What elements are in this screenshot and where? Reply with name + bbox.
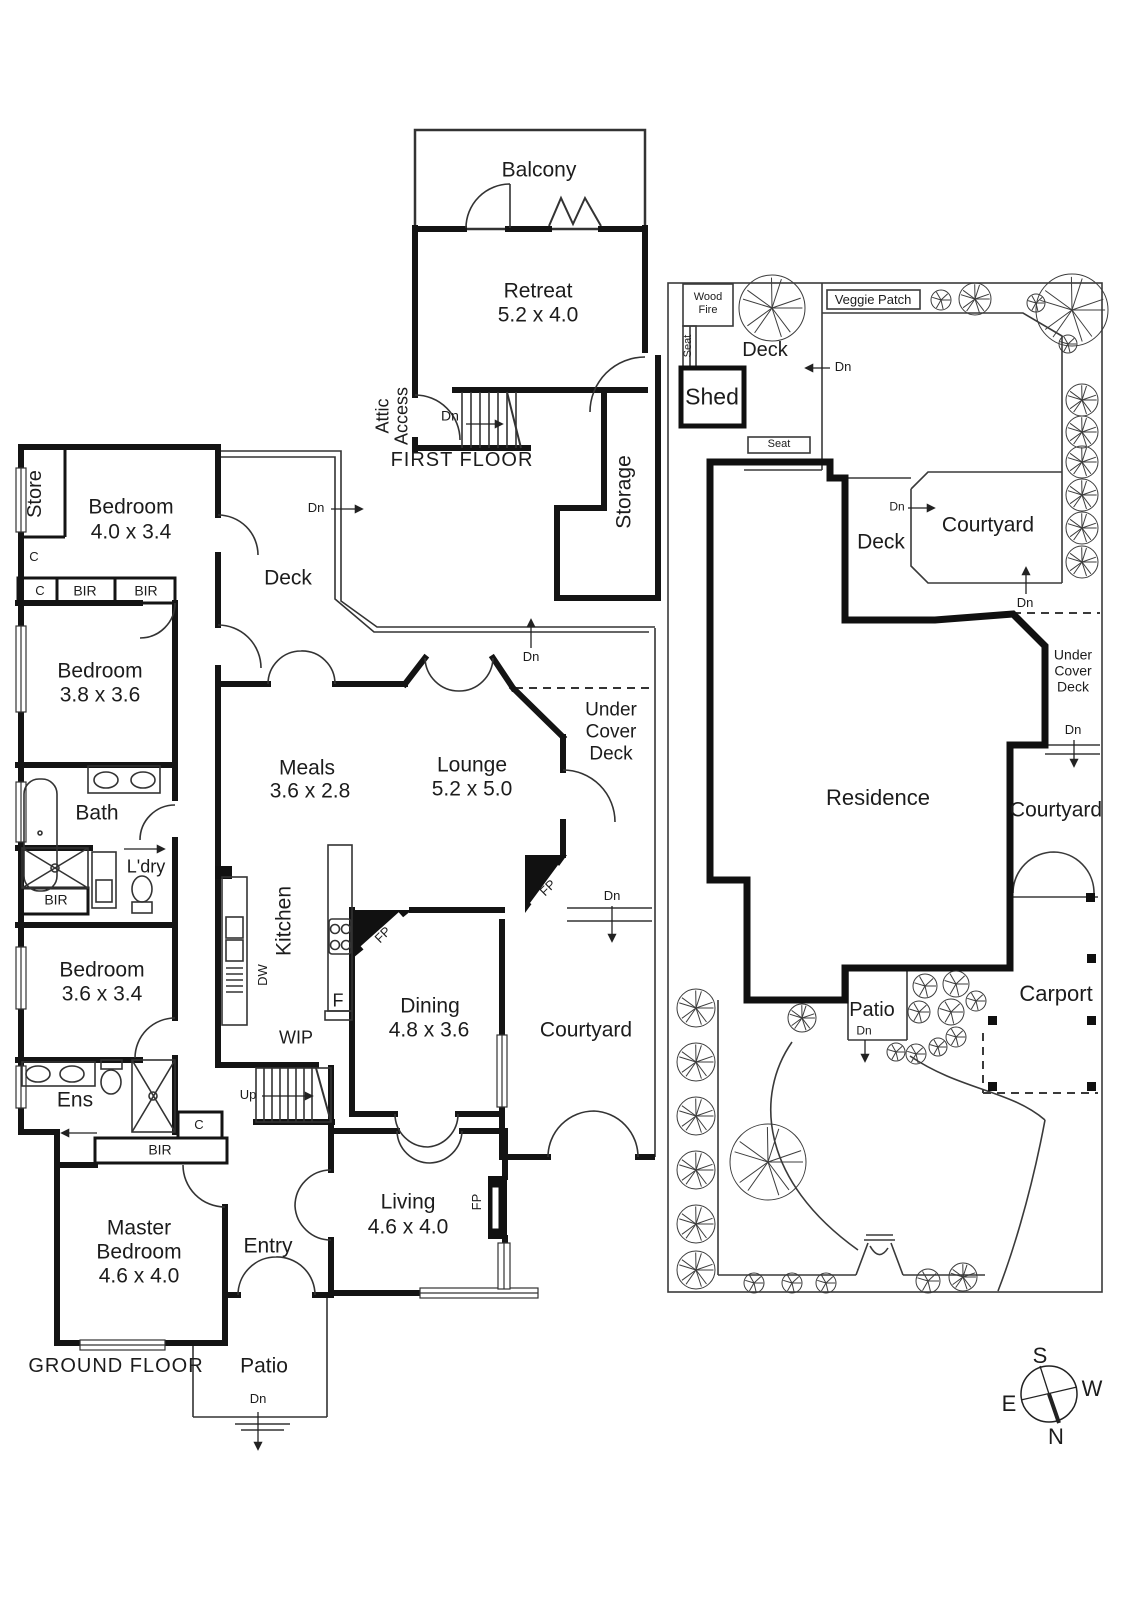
label-laundry: L'dry (126, 856, 166, 877)
label-residence: Residence (826, 785, 930, 811)
label-bedroom2-dims: 3.8 x 3.6 (59, 683, 141, 707)
label-first-floor-title: FIRST FLOOR (390, 449, 534, 472)
label-lounge-dims: 5.2 x 5.0 (431, 777, 513, 801)
label-site-ucd3: Deck (1057, 678, 1089, 695)
label-wood-fire2: Fire (698, 304, 718, 317)
label-wood-fire1: Wood (693, 291, 723, 304)
gf-walls-medium (16, 447, 229, 1165)
label-up: Up (239, 1086, 257, 1102)
label-fp-living: FP (468, 1193, 484, 1211)
label-gf-patio: Patio (240, 1354, 288, 1378)
site-arrows (804, 363, 1079, 1063)
label-shed: Shed (685, 383, 739, 410)
label-gf-courtyard-dn: Dn (603, 887, 621, 903)
label-dishwasher: DW (254, 964, 270, 986)
label-gf-ucd2: Cover (585, 721, 637, 743)
label-carport: Carport (1019, 981, 1093, 1007)
fp-strips (360, 865, 567, 954)
site-posts (988, 893, 1096, 1091)
site-plan-walls (678, 365, 1049, 1004)
label-bedroom3-dims: 3.6 x 3.4 (61, 982, 143, 1006)
label-laundry-bir: BIR (44, 891, 68, 908)
fixtures (21, 765, 353, 1133)
label-store: Store (24, 470, 47, 518)
label-gf-ucd3: Deck (589, 743, 633, 765)
label-site-ct-dn2: Dn (1016, 594, 1034, 610)
label-seat-bottom: Seat (767, 438, 791, 451)
label-lounge: Lounge (436, 753, 508, 777)
label-bedroom3: Bedroom (59, 958, 145, 982)
label-storage: Storage (612, 455, 636, 529)
label-site-deck-mid: Deck (857, 530, 905, 554)
label-hall-bir: BIR (148, 1141, 172, 1158)
label-hall-c: C (194, 1116, 204, 1132)
label-ff-dn: Dn (441, 407, 459, 424)
living-fp-slot (491, 1186, 500, 1230)
label-bedroom1: Bedroom (88, 495, 174, 519)
label-compass-w: W (1081, 1376, 1103, 1402)
label-compass-n: N (1048, 1424, 1064, 1450)
label-kitchen: Kitchen (272, 885, 296, 957)
label-gf-deck: Deck (264, 566, 312, 590)
label-gf-ucd1: Under (585, 699, 637, 721)
doors (134, 514, 639, 1296)
label-site-ucd1: Under (1053, 646, 1093, 663)
label-dining-dims: 4.8 x 3.6 (388, 1018, 470, 1042)
label-bedroom2: Bedroom (57, 659, 143, 683)
label-site-ucd2: Cover (1054, 662, 1092, 679)
label-meals-dims: 3.6 x 2.8 (269, 779, 351, 803)
label-master2: Bedroom (96, 1240, 182, 1264)
label-veggie-patch: Veggie Patch (834, 291, 912, 307)
label-compass-e: E (1001, 1391, 1017, 1417)
label-retreat-dims: 5.2 x 4.0 (497, 303, 579, 327)
site-plan-lines (667, 282, 1103, 1293)
label-closet-c-side: C (29, 548, 39, 564)
label-balcony: Balcony (501, 158, 577, 182)
label-site-ct-dn1: Dn (889, 499, 905, 514)
label-seat-left: Seat (682, 334, 695, 358)
label-closet-bir2: BIR (134, 582, 158, 599)
compass-icon (1020, 1365, 1078, 1424)
label-living: Living (380, 1190, 436, 1214)
fireplaces (215, 855, 567, 1239)
windows (15, 467, 539, 1351)
gf-arrows (60, 504, 617, 1451)
label-entry: Entry (243, 1234, 293, 1258)
label-lounge-dn: Dn (522, 648, 540, 664)
label-attic-access: Attic Access (372, 386, 412, 446)
shed-outline (678, 365, 747, 429)
label-master-dims: 4.6 x 4.0 (98, 1264, 180, 1288)
label-ens: Ens (56, 1088, 94, 1112)
label-closet-c: C (35, 582, 45, 598)
label-gf-patio-dn: Dn (249, 1390, 267, 1406)
vegetation (676, 273, 1109, 1294)
label-dining: Dining (400, 994, 460, 1018)
label-gf-deck-dn: Dn (307, 499, 325, 515)
label-site-patio: Patio (849, 999, 895, 1022)
gf-deck-lines (192, 450, 656, 1431)
label-living-dims: 4.6 x 4.0 (367, 1215, 449, 1239)
label-meals: Meals (278, 756, 336, 780)
label-retreat: Retreat (503, 279, 573, 303)
label-fridge: F (332, 990, 344, 1011)
label-site-deck-dn: Dn (834, 358, 852, 374)
label-site-patio-dn: Dn (856, 1023, 872, 1038)
label-ground-floor-title: GROUND FLOOR (28, 1355, 204, 1378)
label-site-ucd-dn: Dn (1064, 721, 1082, 737)
label-wip: WIP (279, 1027, 313, 1048)
label-gf-courtyard: Courtyard (539, 1018, 633, 1042)
label-bath: Bath (75, 801, 119, 825)
label-closet-bir1: BIR (73, 582, 97, 599)
label-master1: Master (106, 1216, 172, 1240)
label-bedroom1-dims: 4.0 x 3.4 (90, 520, 172, 544)
label-compass-s: S (1032, 1343, 1048, 1369)
label-site-courtyard-right: Courtyard (1009, 798, 1103, 822)
label-site-deck-top: Deck (742, 339, 788, 362)
label-site-courtyard-top: Courtyard (941, 513, 1035, 537)
